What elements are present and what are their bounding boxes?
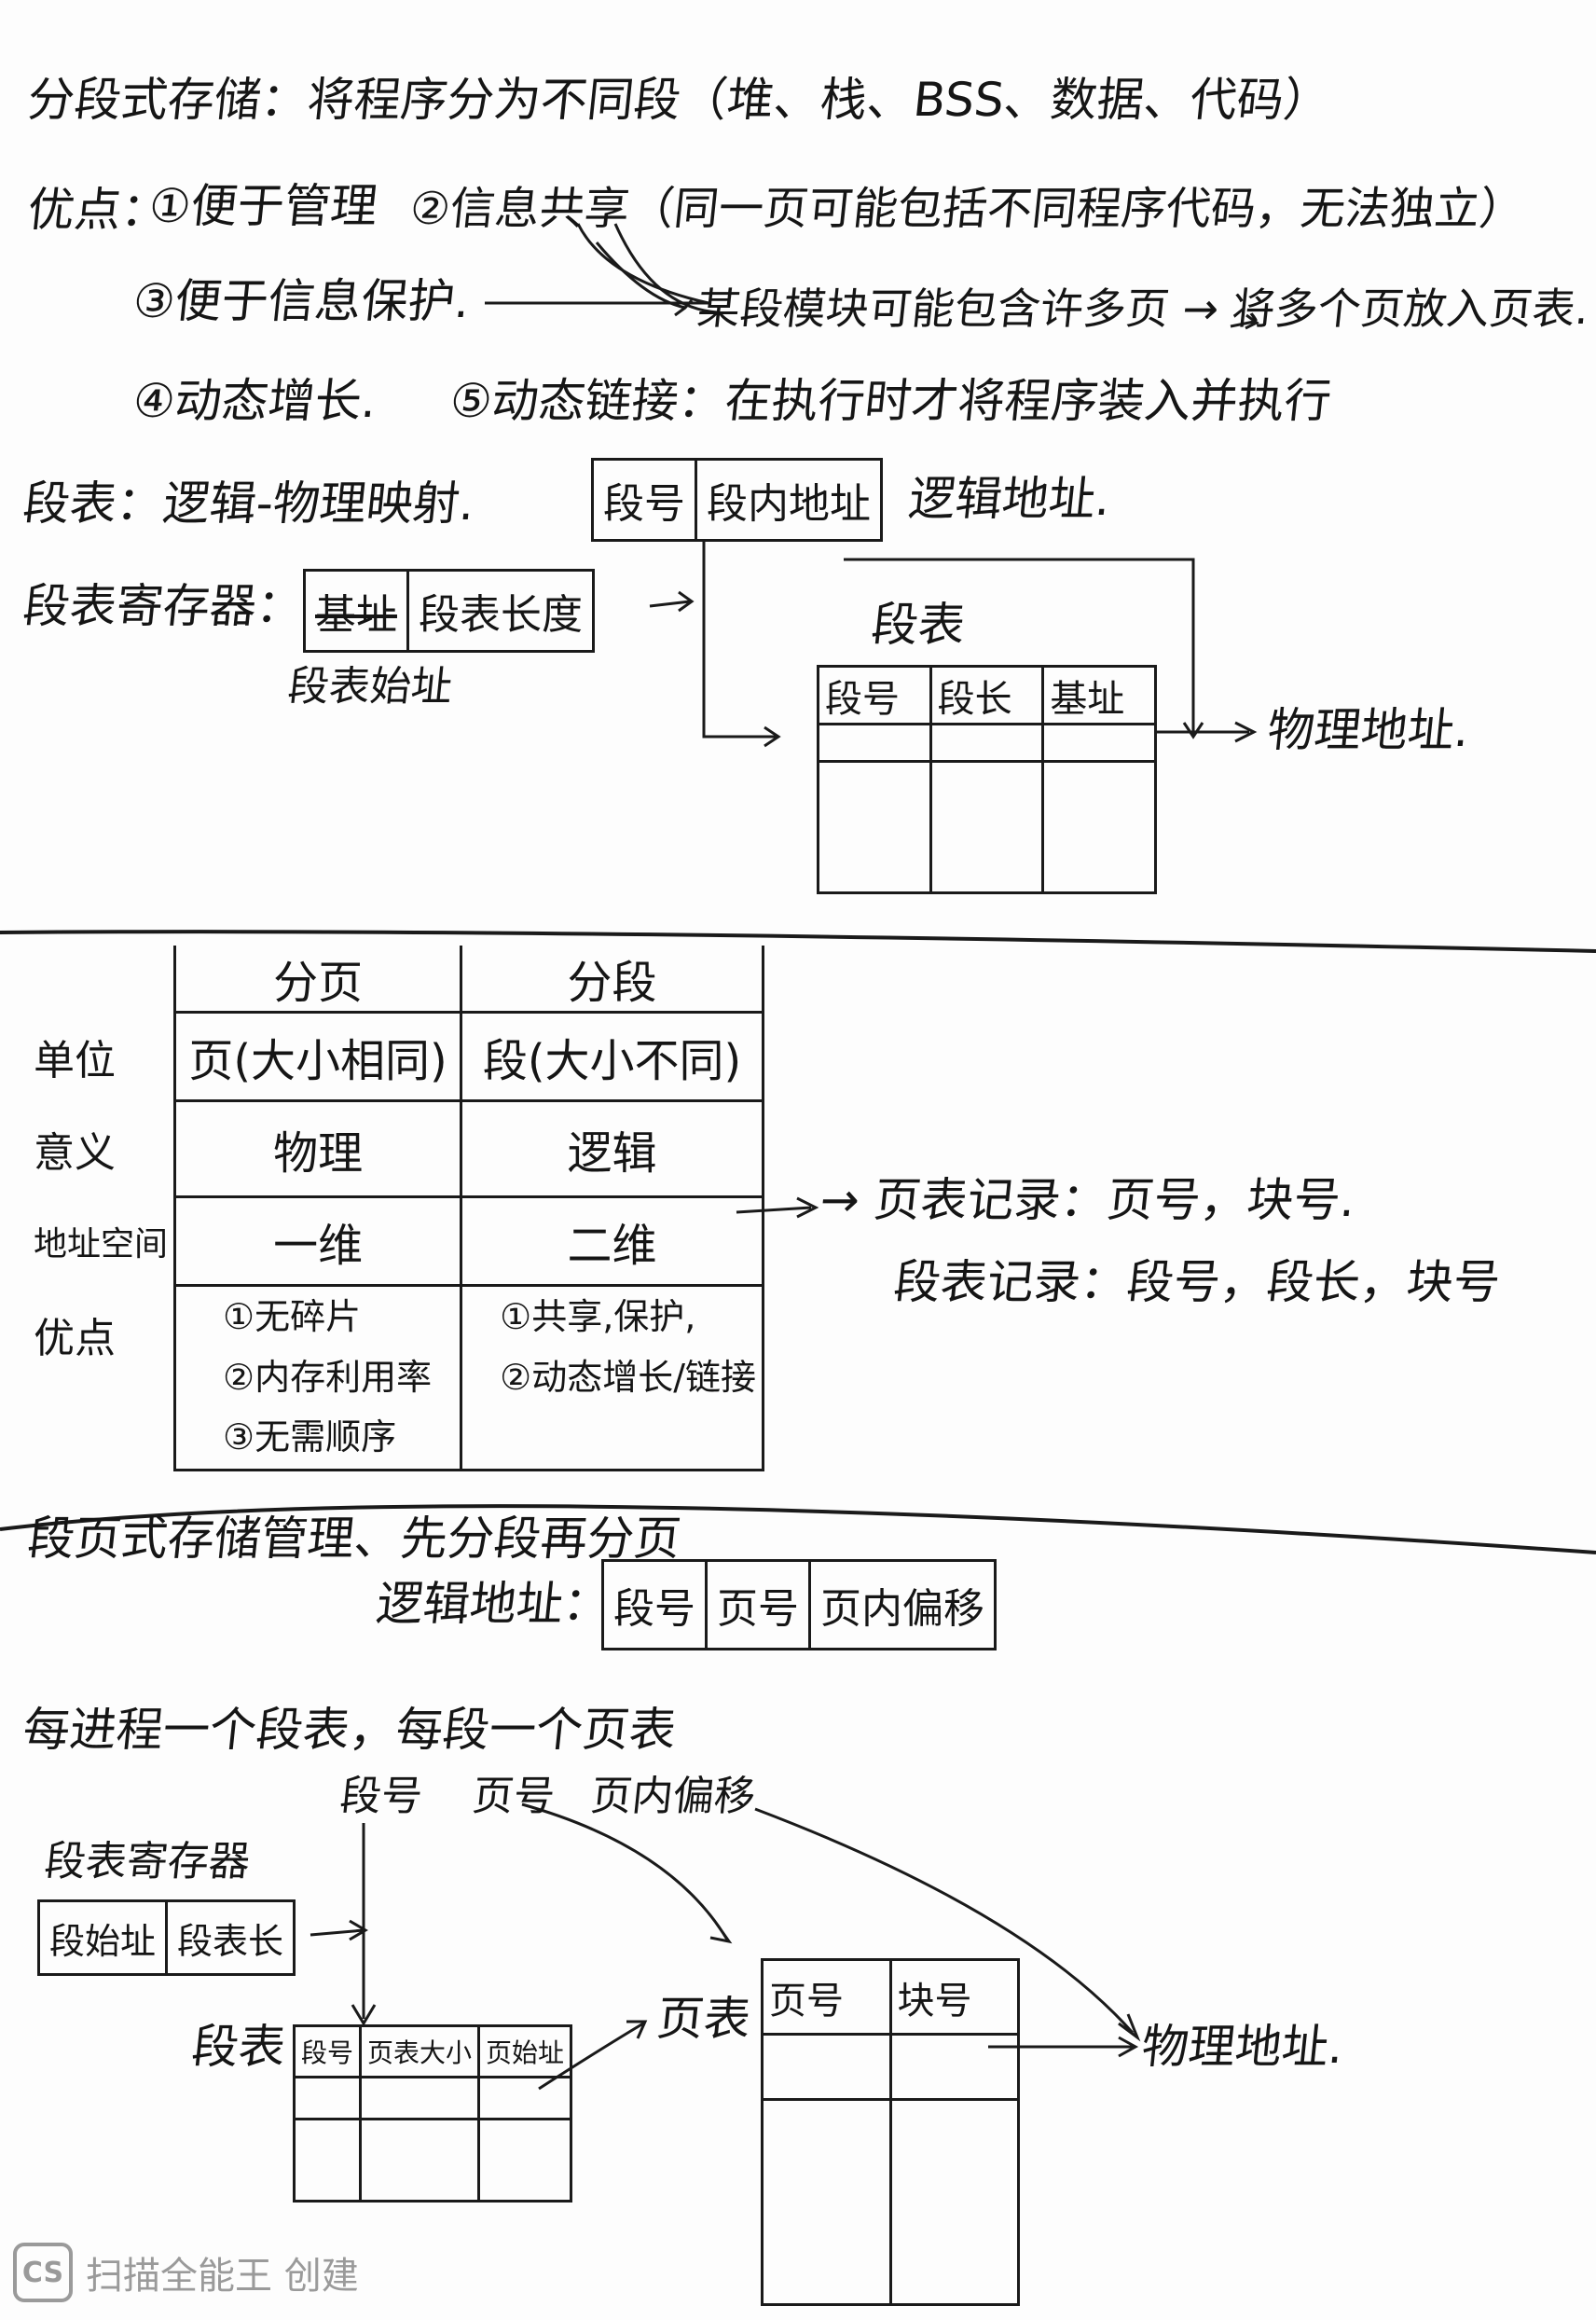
segment-table-register: 基址 段表长度 <box>303 569 595 653</box>
sp-segment-table-register: 段始址 段表长 <box>37 1899 296 1976</box>
field-segment-number: 段号 <box>604 1562 708 1648</box>
part-page-number: 页号 <box>470 1773 557 1820</box>
cell: 页(大小相同) <box>173 1012 461 1102</box>
sp-logical-address-label: 逻辑地址： <box>373 1577 613 1631</box>
part-segment-number: 段号 <box>337 1773 425 1820</box>
segment-table-record-note: 段表记录：段号，段长，块号 <box>890 1255 1504 1309</box>
watermark-text: 扫描全能王 创建 <box>86 2255 359 2298</box>
sp-register-label: 段表寄存器 <box>42 1838 253 1885</box>
header-segment-number: 段号 <box>817 665 932 725</box>
segmented-paging-title: 段页式存储管理、先分段再分页 <box>24 1512 684 1566</box>
logical-address-label: 逻辑地址. <box>905 472 1113 526</box>
header-base: 基址 <box>1041 665 1157 725</box>
cell: 一维 <box>173 1196 461 1287</box>
segment-table: 段号段长基址 <box>817 665 1157 894</box>
segmentation-definition: 分段式存储：将程序分为不同段（堆、栈、BSS、数据、代码） <box>24 73 1333 127</box>
cell: ①无碎片 ②内存利用率 ③无需顺序 <box>173 1285 461 1471</box>
advantage-5: ⑤动态链接：在执行时才将程序装入并执行 <box>447 374 1334 428</box>
row-label: 地址空间 <box>34 1225 169 1264</box>
header-block-number: 块号 <box>888 1958 1020 2036</box>
row-label: 意义 <box>34 1129 116 1177</box>
advantage-4: ④动态增长. <box>130 374 379 428</box>
header-page-start: 页始址 <box>477 2024 573 2078</box>
field-table-length: 段表长度 <box>419 591 583 639</box>
row-label: 优点 <box>34 1314 116 1362</box>
sp-physical-address: 物理地址. <box>1138 2020 1346 2074</box>
camscanner-logo-icon: CS <box>13 2243 73 2302</box>
per-process-note: 每进程一个段表，每段一个页表 <box>20 1703 680 1757</box>
advantage-3: ③便于信息保护. <box>130 274 473 328</box>
header-page-table-size: 页表大小 <box>359 2024 481 2078</box>
header-segment-length: 段长 <box>929 665 1045 725</box>
segment-table-label: 段表：逻辑-物理映射. <box>20 476 477 531</box>
page-table-record-note: → 页表记录：页号，块号. <box>817 1173 1358 1227</box>
advantage-2: ②信息共享（同一页可能包括不同程序代码，无法独立） <box>407 183 1527 235</box>
register-note: 段表始址 <box>285 663 455 711</box>
sp-page-table-label: 页表 <box>654 1992 754 2046</box>
field-segment-offset: 段内地址 <box>707 480 871 528</box>
header-segmentation: 分段 <box>460 946 764 1014</box>
cell: 物理 <box>173 1100 461 1198</box>
cell: 二维 <box>460 1196 764 1287</box>
advantage-1: ①便于管理 <box>145 179 380 233</box>
physical-address: 物理地址. <box>1264 703 1472 757</box>
cell: 逻辑 <box>460 1100 764 1198</box>
cell: ①共享,保护, ②动态增长/链接 <box>460 1285 764 1471</box>
field-segment-number: 段号 <box>594 461 697 539</box>
row-label: 单位 <box>34 1037 116 1084</box>
logical-address-format: 段号 段内地址 <box>591 458 883 542</box>
header-paging: 分页 <box>173 946 461 1014</box>
sp-page-table: 页号块号 <box>761 1958 1020 2306</box>
paging-vs-segmentation-table: 分页分段 单位 页(大小相同)段(大小不同) 意义 物理逻辑 地址空间一维二维 优点… <box>28 946 764 1471</box>
advantage-3-note: 某段模块可能包含许多页 → 将多个页放入页表. <box>695 283 1592 334</box>
register-label: 段表寄存器： <box>20 579 307 633</box>
scanner-watermark: CS 扫描全能王 创建 <box>13 2243 359 2302</box>
sp-segment-table-label: 段表 <box>188 2020 289 2074</box>
field-page-offset: 页内偏移 <box>820 1585 984 1633</box>
cell: 段(大小不同) <box>460 1012 764 1102</box>
header-segment-number: 段号 <box>292 2024 363 2078</box>
field-segment-start: 段始址 <box>40 1902 169 1973</box>
sp-logical-address-format: 段号 页号 页内偏移 <box>601 1559 997 1650</box>
sp-segment-table: 段号页表大小页始址 <box>292 2024 573 2203</box>
header-page-number: 页号 <box>761 1958 892 2036</box>
part-page-offset: 页内偏移 <box>588 1773 758 1820</box>
segment-table-title: 段表 <box>868 598 969 652</box>
field-page-number: 页号 <box>708 1562 811 1648</box>
field-base: 基址 <box>306 572 409 650</box>
field-table-length: 段表长 <box>177 1920 284 1962</box>
